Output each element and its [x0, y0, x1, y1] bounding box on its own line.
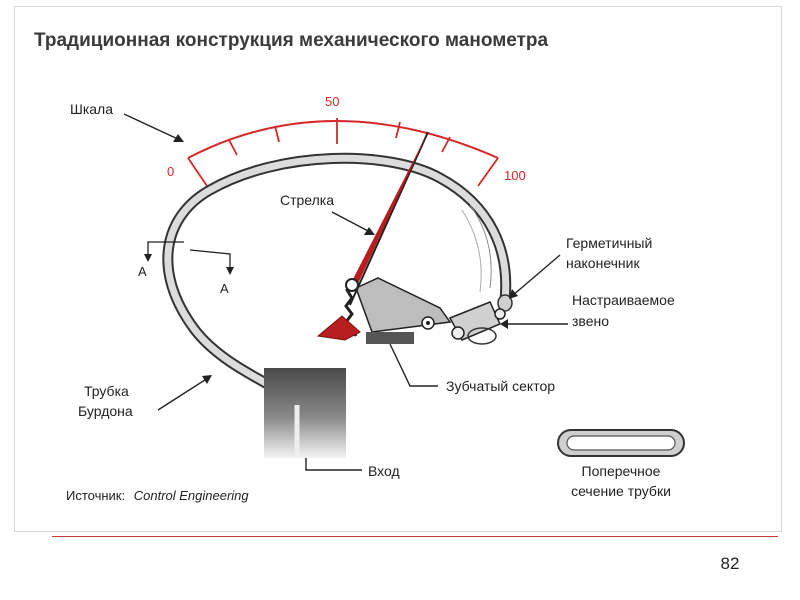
scale: 0 50 100 [167, 94, 526, 187]
pointer [316, 131, 429, 341]
adjustable-link-label-line1: Настраиваемое [572, 292, 675, 308]
leader-scale [123, 113, 181, 141]
slide-frame [14, 6, 782, 532]
section-marker-arrow [144, 254, 152, 262]
section-marker-line [147, 241, 184, 254]
bourdon-label-line2: Бурдона [78, 403, 133, 419]
tube-cross-section: Поперечное сечение трубки [557, 429, 685, 499]
page-number: 82 [720, 554, 740, 573]
adjustable-link [448, 301, 506, 345]
callout-arrowheads [173, 134, 518, 384]
bourdon-label-line1: Трубка [84, 383, 129, 399]
section-marker-left-label: A [138, 264, 147, 279]
adjustable-link-loop [467, 327, 497, 345]
gear-sector-base [366, 332, 414, 344]
arrowhead [364, 227, 375, 235]
arrowhead [509, 289, 518, 299]
bottom-rule [52, 536, 778, 537]
pointer-shaft [349, 131, 429, 306]
scale-tick [441, 136, 451, 153]
leader-bourdon [157, 377, 209, 411]
section-marker: A A [138, 241, 234, 296]
tube-deflection-line [469, 204, 492, 289]
scale-tick [274, 125, 280, 143]
cross-section-inner [566, 435, 676, 451]
leader-gear-sector [389, 343, 438, 387]
pointer-pinion [345, 278, 359, 292]
section-marker-arrow [226, 267, 234, 275]
callout-lines [123, 113, 568, 471]
leader-pointer [331, 211, 371, 233]
adjustable-link-screw [451, 326, 465, 340]
scale-arc [187, 120, 499, 159]
scale-tick [228, 139, 238, 156]
bourdon-tube [162, 152, 512, 458]
inlet-socket [264, 368, 346, 458]
source-line: Источник: Control Engineering [66, 488, 249, 503]
source-prefix: Источник: [66, 488, 125, 503]
scale-tick [477, 157, 499, 187]
source-name: Control Engineering [134, 488, 250, 503]
sealed-tip-screw [494, 308, 506, 320]
inlet-label: Вход [368, 463, 400, 479]
scale-tick [187, 157, 208, 187]
bourdon-tube-inner [164, 154, 510, 458]
gear-sector [344, 277, 452, 344]
section-marker-right-label: A [220, 281, 229, 296]
sealed-tip-label-line1: Герметичный [566, 235, 652, 251]
pointer-tail [316, 315, 361, 341]
pointer-needle [351, 132, 428, 286]
pointer-label: Стрелка [280, 192, 334, 208]
section-marker-line [189, 249, 231, 268]
cross-section-label-line1: Поперечное [582, 463, 661, 479]
arrowhead [202, 375, 212, 384]
scale-max-label: 100 [504, 168, 526, 183]
cross-section-label-line2: сечение трубки [571, 483, 671, 499]
scale-mid-label: 50 [325, 94, 339, 109]
scale-label: Шкала [70, 101, 113, 117]
arrowhead [173, 134, 184, 142]
gear-sector-label: Зубчатый сектор [446, 378, 555, 394]
leader-inlet [305, 458, 362, 471]
slide-title: Традиционная конструкция механического м… [34, 30, 548, 51]
adjustable-link-label-line2: звено [572, 313, 609, 329]
arrowhead [500, 319, 508, 329]
gear-sector-body [355, 277, 452, 333]
gear-pivot-center [426, 321, 430, 325]
tube-deflection-line [461, 209, 482, 293]
scale-tick [395, 121, 401, 139]
sealed-tip [497, 294, 513, 312]
leader-sealed-tip [511, 254, 561, 297]
scale-min-label: 0 [167, 164, 174, 179]
sealed-tip-label-line2: наконечник [566, 255, 640, 271]
